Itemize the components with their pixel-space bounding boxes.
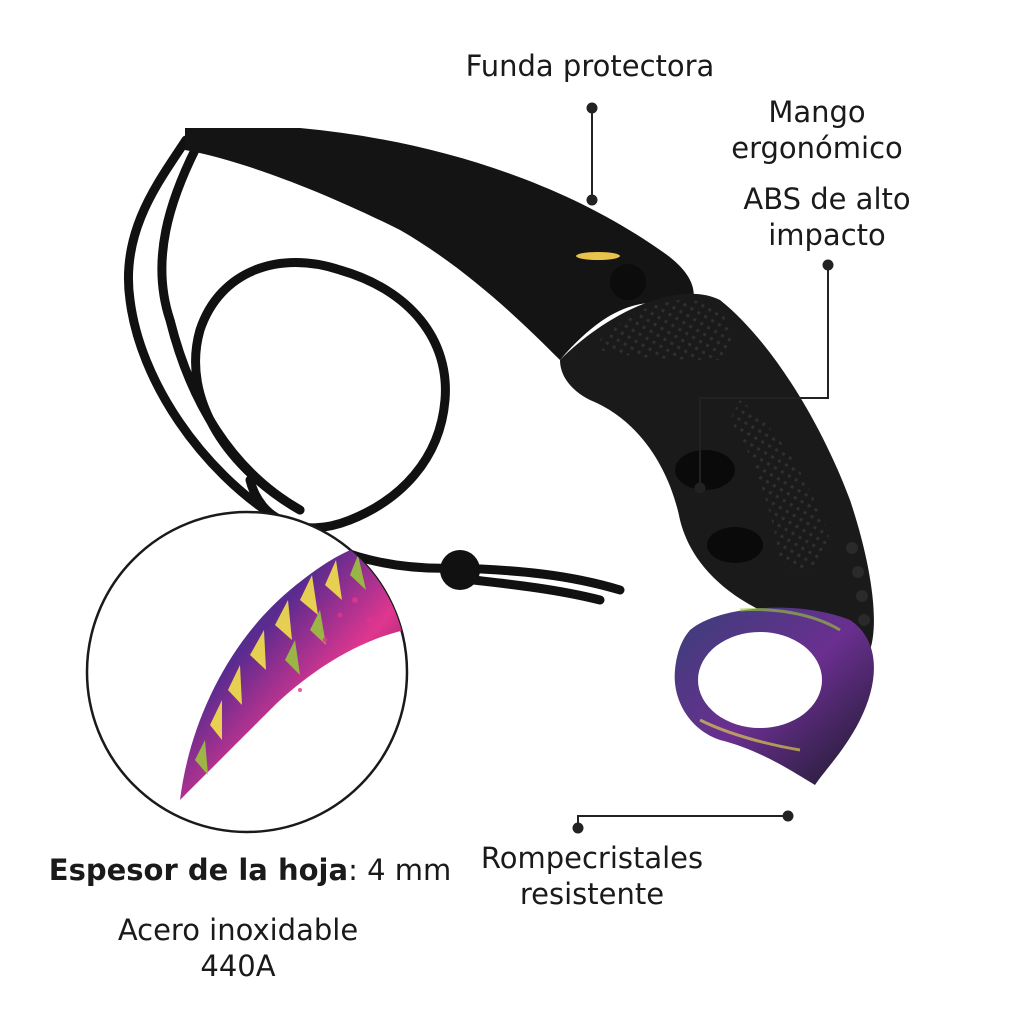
label-text: Funda protectora [465, 49, 715, 83]
sheath-slot-icon [576, 252, 620, 260]
label-text: Mango [768, 95, 866, 129]
sheath-button-icon [610, 264, 646, 300]
sheath-icon [185, 128, 694, 360]
espesor-separator: : [348, 853, 358, 887]
jimping-icon [846, 542, 870, 626]
label-abs-alto-impacto: ABS de alto impacto [722, 181, 932, 253]
grip-texture-icon [730, 400, 830, 571]
callout-lines [572, 102, 834, 834]
label-text: 440A [200, 949, 276, 983]
label-text: Acero inoxidable [117, 913, 359, 947]
espesor-value: 4 mm [367, 853, 452, 887]
label-text: ABS de alto [743, 182, 911, 216]
label-text: Rompecristales [480, 841, 704, 875]
espesor-title: Espesor de la hoja [48, 853, 349, 887]
label-espesor-hoja: Espesor de la hoja: 4 mm [40, 852, 460, 888]
finger-ring-icon [674, 607, 874, 785]
blade-closeup-icon [85, 510, 409, 834]
label-text: resistente [519, 877, 665, 911]
finger-grooves-icon [675, 450, 763, 563]
label-funda-protectora: Funda protectora [440, 48, 740, 84]
label-mango-ergonomico: Mango ergonómico [712, 94, 922, 166]
label-text: impacto [768, 218, 886, 252]
label-rompecristales: Rompecristales resistente [442, 840, 742, 912]
label-text: ergonómico [731, 131, 903, 165]
grip-texture-icon [600, 300, 732, 360]
label-acero-inoxidable: Acero inoxidable 440A [88, 912, 388, 984]
cord-knot-icon [440, 550, 480, 590]
